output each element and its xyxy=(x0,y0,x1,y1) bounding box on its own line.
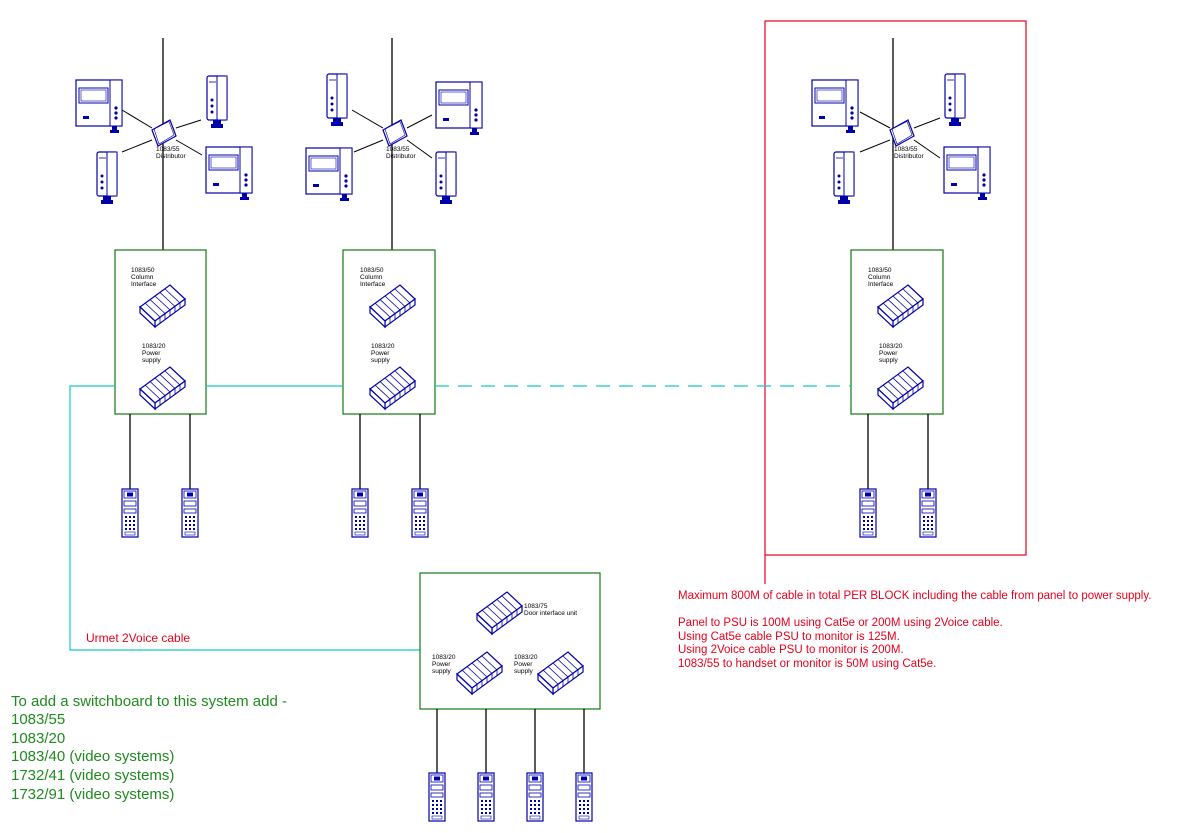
column-interface-2-line2: Interface xyxy=(360,281,386,288)
2voice-cable xyxy=(69,385,851,651)
handset-3a-icon xyxy=(944,73,966,127)
handset-3b-icon xyxy=(833,151,855,205)
switchboard-item: 1083/20 xyxy=(11,729,66,747)
door-interface-code: 1083/75 xyxy=(524,603,548,610)
distributor-1-name: Distributor xyxy=(156,153,186,160)
door-unit-enclosure xyxy=(419,572,601,710)
power-supply-3-code: 1083/20 xyxy=(879,343,903,350)
monitor-2a-icon xyxy=(435,81,483,136)
monitor-3a-icon xyxy=(811,79,859,134)
block-3-enclosure xyxy=(850,249,944,415)
switchboard-title: To add a switchboard to this system add … xyxy=(11,693,287,710)
door-panel-4d-icon xyxy=(575,772,593,822)
door-panel-2a-icon xyxy=(351,488,369,538)
power-supply-1-line1: Power xyxy=(142,350,161,357)
power-supply-1-code: 1083/20 xyxy=(142,343,166,350)
door-panel-3b-icon xyxy=(919,488,937,538)
distributor-2-name: Distributor xyxy=(386,153,416,160)
distributor-3-name: Distributor xyxy=(894,153,924,160)
power-supply-2-code: 1083/20 xyxy=(371,343,395,350)
switchboard-item: 1732/41 (video systems) xyxy=(11,767,175,785)
note-line: Using 2Voice cable PSU to monitor is 200… xyxy=(678,644,904,656)
door-panel-2b-icon xyxy=(411,488,429,538)
distributor-2-code: 1083/55 xyxy=(386,146,410,153)
column-interface-3-code: 1083/50 xyxy=(868,267,892,274)
column-interface-2-line1: Column xyxy=(360,274,383,281)
door-psu-right-code: 1083/20 xyxy=(514,654,538,661)
note-line: Using Cat5e cable PSU to monitor is 125M… xyxy=(678,630,900,643)
monitor-3b-icon xyxy=(943,146,991,201)
door-interface-name: Door interface unit xyxy=(524,610,578,617)
power-supply-2-line2: supply xyxy=(371,357,390,364)
column-interface-1-line1: Column xyxy=(131,274,154,281)
switchboard-item: 1732/91 (video systems) xyxy=(11,785,175,803)
distributor-1-icon xyxy=(151,119,177,147)
switchboard-item: 1083/55 xyxy=(11,711,66,728)
block-1 xyxy=(75,38,253,538)
distributor-1-code: 1083/55 xyxy=(156,146,180,153)
door-panel-4c-icon xyxy=(526,772,544,822)
power-supply-1-line2: supply xyxy=(142,357,161,364)
handset-2b-icon xyxy=(435,151,457,205)
note-line: 1083/55 to handset or monitor is 50M usi… xyxy=(678,657,937,670)
handset-1a-icon xyxy=(206,75,228,129)
monitor-1a-icon xyxy=(75,79,123,134)
door-panel-3a-icon xyxy=(859,488,877,538)
notes-block: Panel to PSU is 100M using Cat5e or 200M… xyxy=(678,617,1003,671)
max-cable-note: Maximum 800M of cable in total PER BLOCK… xyxy=(678,590,1152,602)
distributor-2-icon xyxy=(382,119,408,147)
power-supply-3-line1: Power xyxy=(879,350,898,357)
note-line: Panel to PSU is 100M using Cat5e or 200M… xyxy=(678,617,1003,629)
handset-2a-icon xyxy=(326,73,348,127)
door-psu-left-line2: supply xyxy=(432,668,451,675)
distributor-3-code: 1083/55 xyxy=(894,146,918,153)
column-interface-1-code: 1083/50 xyxy=(131,267,155,274)
column-interface-3-line1: Column xyxy=(868,274,891,281)
door-interface-unit xyxy=(419,572,601,822)
block-3 xyxy=(811,38,991,538)
column-interface-2-code: 1083/50 xyxy=(360,267,384,274)
block-2 xyxy=(305,38,483,538)
door-psu-right-line2: supply xyxy=(514,668,533,675)
door-psu-left-line1: Power xyxy=(432,661,451,668)
highlight-block xyxy=(764,20,1027,556)
door-psu-right-line1: Power xyxy=(514,661,533,668)
switchboard-item: 1083/40 (video systems) xyxy=(11,748,175,766)
door-psu-left-code: 1083/20 xyxy=(432,654,456,661)
door-panel-1a-icon xyxy=(121,488,139,538)
switchboard-list: 1083/55 1083/20 1083/40 (video systems) … xyxy=(11,711,174,805)
cable-label: Urmet 2Voice cable xyxy=(86,631,191,645)
door-panel-4a-icon xyxy=(428,772,446,822)
monitor-1b-icon xyxy=(205,146,253,201)
door-panel-1b-icon xyxy=(181,488,199,538)
power-supply-3-line2: supply xyxy=(879,357,898,364)
power-supply-2-line1: Power xyxy=(371,350,390,357)
column-interface-3-line2: Interface xyxy=(868,281,894,288)
column-interface-1-line2: Interface xyxy=(131,281,157,288)
monitor-2b-icon xyxy=(305,147,353,202)
handset-1b-icon xyxy=(96,151,118,205)
door-panel-4b-icon xyxy=(477,772,495,822)
